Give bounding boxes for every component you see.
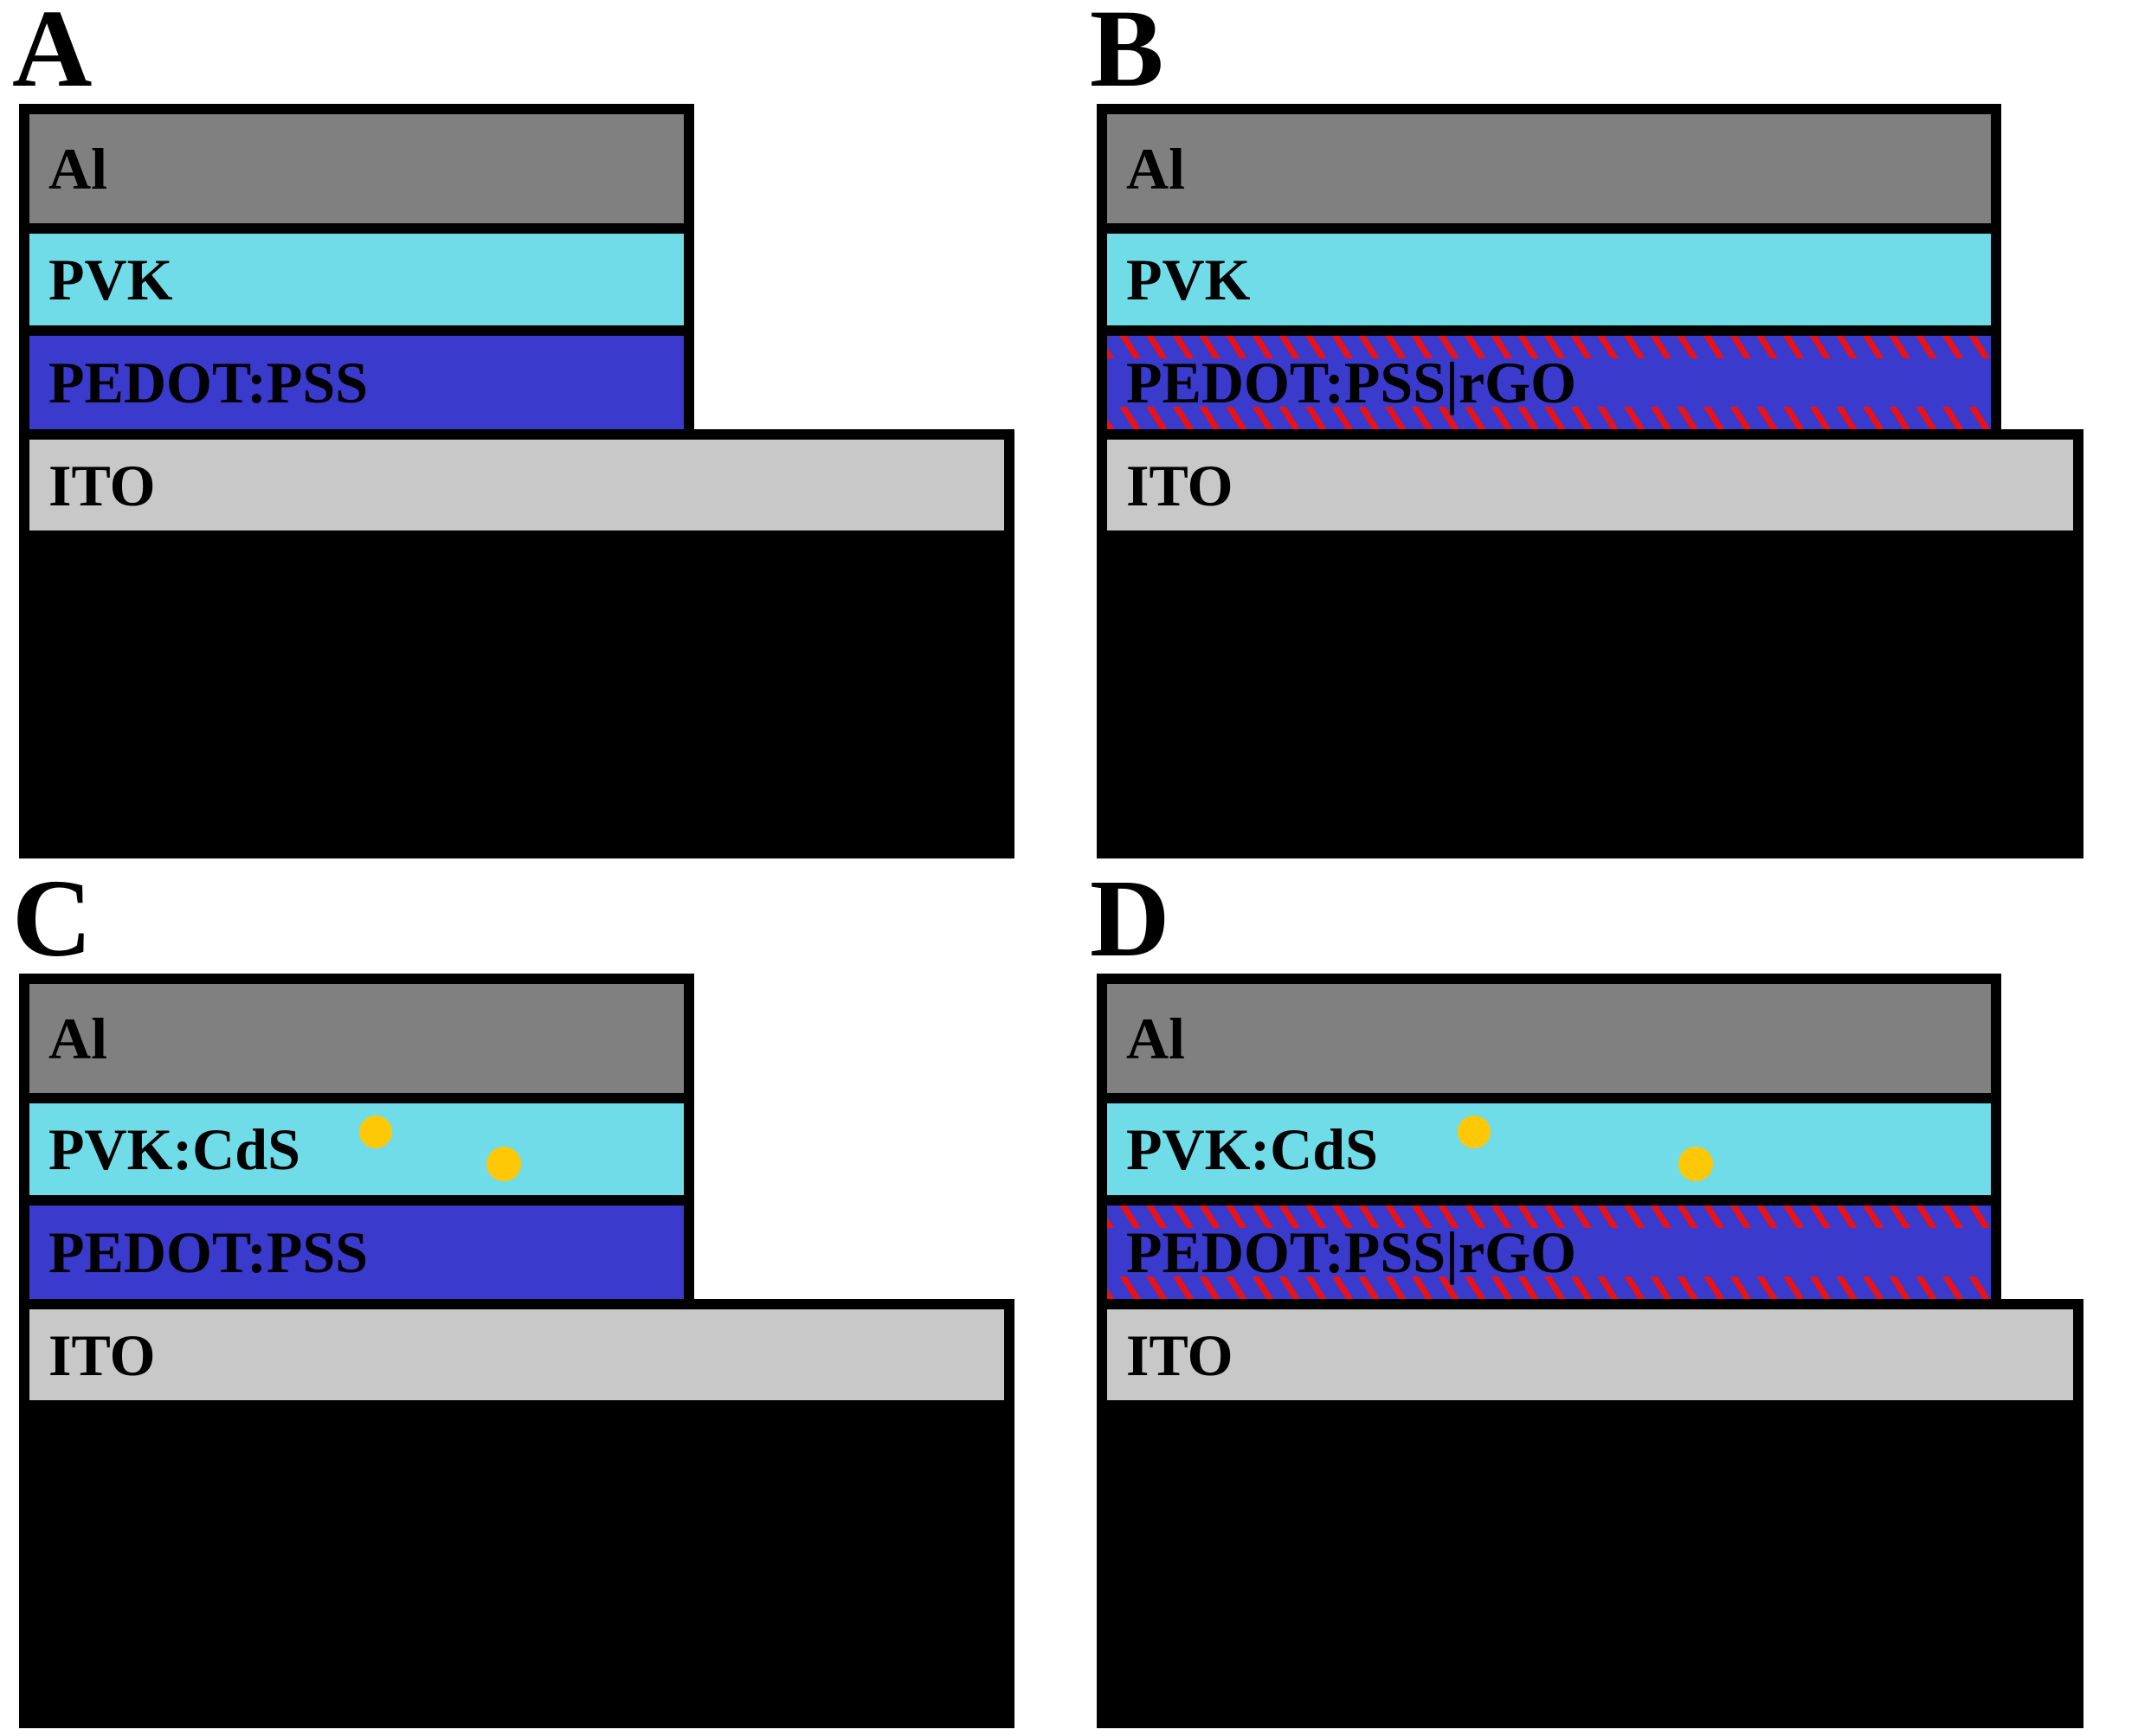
cds-quantum-dot (486, 1147, 521, 1181)
panel-a-layer-pvk: PVK (29, 234, 684, 325)
panel-a-layer-al-label: Al (48, 136, 107, 202)
panel-c-substrate-frame: ITO (19, 1299, 1014, 1728)
panel-a: A Al PVK PEDOT:PSS ITO (0, 0, 1073, 865)
panel-b-layer-pedot-rgo: PEDOT:PSS|rGO (1107, 336, 1991, 429)
panel-c-layer-al-label: Al (48, 1006, 107, 1071)
panel-d-substrate-frame: ITO (1097, 1299, 2083, 1728)
panel-c-label: C (12, 857, 93, 980)
panel-c: C Al PVK:CdS PEDOT:PSS ITO (0, 863, 1073, 1736)
panel-d: D Al PVK:CdS PEDOT:PSS|rGO ITO (1078, 863, 2151, 1736)
panel-d-layer-al-label: Al (1126, 1006, 1185, 1071)
panel-b-device-stack: Al PVK PEDOT:PSS|rGO (1097, 104, 2001, 429)
panel-d-layer-pvk-cds: PVK:CdS (1107, 1103, 1991, 1195)
panel-a-layer-pedot-label: PEDOT:PSS (48, 350, 369, 415)
panel-b-layer-al: Al (1107, 114, 1991, 223)
panel-a-layer-al: Al (29, 114, 684, 223)
panel-b-layer-ito: ITO (1107, 440, 2073, 530)
cds-quantum-dot (1458, 1116, 1491, 1148)
panel-d-layer-al: Al (1107, 984, 1991, 1093)
panel-b-label: B (1090, 0, 1164, 110)
panel-c-layer-al: Al (29, 984, 684, 1093)
panel-c-layer-pvk-cds-label: PVK:CdS (48, 1116, 300, 1182)
panel-b-layer-pedot-rgo-label: PEDOT:PSS|rGO (1126, 350, 1576, 415)
panel-d-label: D (1090, 857, 1170, 980)
panel-d-layer-pvk-cds-label: PVK:CdS (1126, 1116, 1378, 1182)
panel-a-label: A (12, 0, 93, 110)
cds-quantum-dot (359, 1116, 392, 1148)
panel-a-device-stack: Al PVK PEDOT:PSS (19, 104, 694, 429)
panel-b-layer-al-label: Al (1126, 136, 1185, 202)
panel-d-layer-pedot-rgo-label: PEDOT:PSS|rGO (1126, 1219, 1576, 1285)
panel-d-layer-pedot-rgo: PEDOT:PSS|rGO (1107, 1206, 1991, 1299)
panel-a-layer-ito: ITO (29, 440, 1004, 530)
panel-d-layer-ito-label: ITO (1126, 1321, 1233, 1388)
cds-quantum-dot (1678, 1147, 1713, 1181)
panel-a-layer-pvk-label: PVK (48, 247, 173, 312)
panel-d-layer-ito: ITO (1107, 1309, 2073, 1400)
panel-b-layer-pvk-label: PVK (1126, 247, 1251, 312)
panel-b-layer-ito-label: ITO (1126, 452, 1233, 518)
panel-c-layer-pedot-label: PEDOT:PSS (48, 1219, 369, 1285)
panel-b-substrate-frame: ITO (1097, 429, 2083, 858)
panel-a-substrate-frame: ITO (19, 429, 1014, 858)
panel-a-layer-pedot: PEDOT:PSS (29, 336, 684, 429)
panel-d-device-stack: Al PVK:CdS PEDOT:PSS|rGO (1097, 974, 2001, 1299)
panel-c-device-stack: Al PVK:CdS PEDOT:PSS (19, 974, 694, 1299)
panel-c-layer-ito: ITO (29, 1309, 1004, 1400)
panel-b: B Al PVK PEDOT:PSS|rGO ITO (1078, 0, 2151, 865)
panel-c-layer-pedot: PEDOT:PSS (29, 1206, 684, 1299)
panel-c-layer-ito-label: ITO (48, 1321, 156, 1388)
panel-c-layer-pvk-cds: PVK:CdS (29, 1103, 684, 1195)
panel-b-layer-pvk: PVK (1107, 234, 1991, 325)
panel-a-layer-ito-label: ITO (48, 452, 156, 518)
